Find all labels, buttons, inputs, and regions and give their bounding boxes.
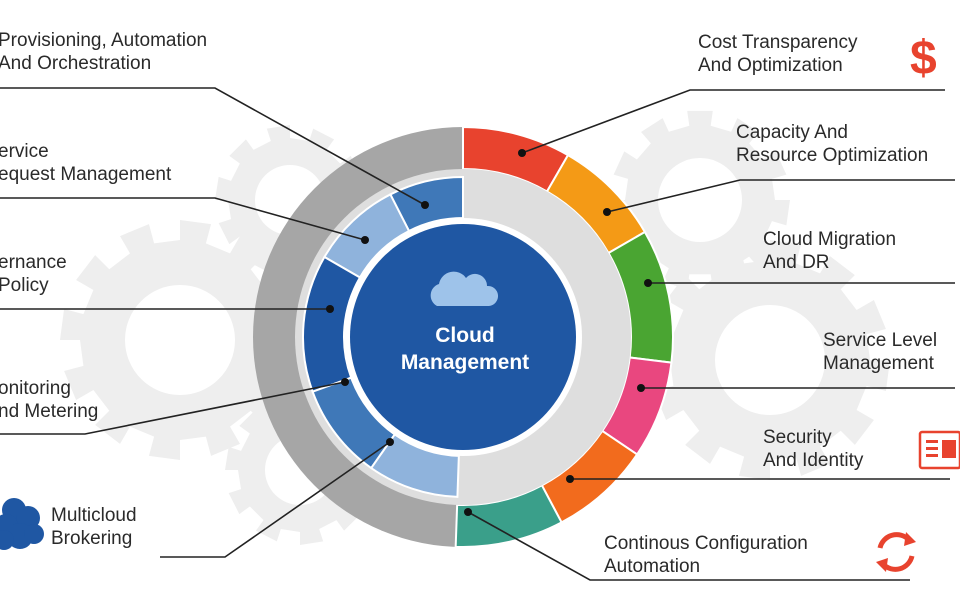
label-line: Cloud Migration bbox=[763, 229, 897, 250]
label-line: onitoring bbox=[0, 378, 71, 399]
gear-shape bbox=[650, 240, 890, 480]
center-disc bbox=[350, 224, 576, 450]
label-line: equest Management bbox=[0, 164, 172, 185]
leader-line-multicloud bbox=[160, 441, 391, 558]
label-capacity: Capacity And Resource Optimization bbox=[736, 121, 928, 167]
leader-dot bbox=[637, 384, 645, 392]
label-line: Provisioning, Automation bbox=[0, 30, 208, 51]
label-line: Management bbox=[823, 353, 934, 374]
label-line: Automation bbox=[604, 556, 701, 577]
id-card-icon bbox=[918, 430, 960, 470]
label-line: Capacity And bbox=[736, 122, 848, 143]
leader-dot bbox=[566, 475, 574, 483]
label-line: Security bbox=[763, 427, 832, 448]
label-provisioning: Provisioning, Automation And Orchestrati… bbox=[0, 29, 207, 75]
label-multicloud: Multicloud Brokering bbox=[51, 504, 137, 550]
label-service-level: Service Level Management bbox=[823, 329, 937, 375]
label-line: And Identity bbox=[763, 450, 864, 471]
label-line: Policy bbox=[0, 275, 49, 296]
refresh-icon bbox=[876, 532, 916, 572]
label-line: And Optimization bbox=[698, 55, 843, 76]
center-title: Cloud Management bbox=[355, 322, 575, 376]
label-cost-transparency: Cost Transparency And Optimization bbox=[698, 31, 857, 77]
label-line: And Orchestration bbox=[0, 53, 152, 74]
center-title-line1: Cloud bbox=[435, 324, 495, 347]
leader-dot bbox=[341, 378, 349, 386]
cloud-icon bbox=[430, 271, 499, 306]
leader-dot bbox=[518, 149, 526, 157]
leader-lines bbox=[0, 87, 955, 581]
label-line: Multicloud bbox=[51, 505, 137, 526]
label-governance: ernance Policy bbox=[0, 251, 67, 297]
label-monitoring: onitoring nd Metering bbox=[0, 377, 98, 423]
leader-line-provisioning bbox=[0, 87, 426, 206]
label-automation: Continous Configuration Automation bbox=[604, 532, 808, 578]
leader-line-capacity bbox=[606, 179, 955, 213]
label-cloud-migration: Cloud Migration And DR bbox=[763, 228, 896, 274]
label-line: And DR bbox=[763, 252, 830, 273]
leader-dot bbox=[644, 279, 652, 287]
label-service-request: ervice equest Management bbox=[0, 140, 171, 186]
label-line: Cost Transparency bbox=[698, 32, 858, 53]
label-line: Continous Configuration bbox=[604, 533, 808, 554]
center-title-line2: Management bbox=[400, 351, 530, 374]
leader-dot bbox=[361, 236, 369, 244]
gear-shape bbox=[60, 220, 300, 460]
label-line: Resource Optimization bbox=[736, 145, 929, 166]
leader-dot bbox=[603, 208, 611, 216]
label-line: ervice bbox=[0, 141, 49, 162]
leader-dot bbox=[386, 438, 394, 446]
leader-line-automation bbox=[467, 511, 910, 581]
background-gears bbox=[60, 110, 890, 545]
label-security: Security And Identity bbox=[763, 426, 863, 472]
leader-line-monitoring bbox=[0, 381, 346, 435]
leader-dot bbox=[421, 201, 429, 209]
label-line: ernance bbox=[0, 252, 67, 273]
dollar-icon: $ bbox=[910, 32, 937, 85]
clouds-icon bbox=[0, 498, 44, 550]
leader-line-service-request bbox=[0, 197, 366, 241]
gear-shape bbox=[610, 110, 790, 290]
leader-dots bbox=[326, 149, 652, 516]
leader-dot bbox=[326, 305, 334, 313]
leader-line-cost bbox=[521, 89, 945, 154]
label-line: Brokering bbox=[51, 528, 133, 549]
label-line: Service Level bbox=[823, 330, 938, 351]
leader-dot bbox=[464, 508, 472, 516]
label-line: nd Metering bbox=[0, 401, 99, 422]
